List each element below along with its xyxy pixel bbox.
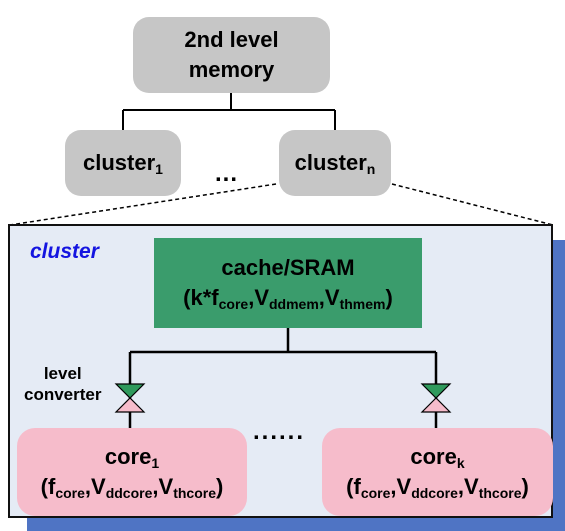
cluster-n-label: clustern xyxy=(294,150,376,177)
memory-label-line1: 2nd level xyxy=(184,27,279,52)
memory-label-line2: memory xyxy=(188,57,275,82)
cluster-panel-title: cluster xyxy=(30,240,99,263)
cache-sram-box: cache/SRAM (k*fcore,Vddmem,Vthmem) xyxy=(154,238,422,328)
core-k-box: corek (fcore,Vddcore,Vthcore) xyxy=(322,428,553,516)
core-ellipsis: ...... xyxy=(253,418,306,445)
cache-params: (k*fcore,Vddmem,Vthmem) xyxy=(183,285,393,312)
cluster-n-box: clustern xyxy=(279,130,391,196)
level-converter-left xyxy=(114,383,146,413)
level-converter-right xyxy=(420,383,452,413)
second-level-memory-box: 2nd level memory xyxy=(133,17,330,93)
core-1-params: (fcore,Vddcore,Vthcore) xyxy=(40,474,224,501)
core-1-box: core1 (fcore,Vddcore,Vthcore) xyxy=(17,428,247,516)
level-converter-label: level converter xyxy=(24,364,102,404)
core-k-label: corek xyxy=(410,444,465,471)
zoom-line-left xyxy=(9,183,277,226)
cluster-ellipsis: ... xyxy=(215,160,239,187)
cluster-1-label: cluster1 xyxy=(83,150,163,177)
core-1-label: core1 xyxy=(104,444,160,471)
core-k-params: (fcore,Vddcore,Vthcore) xyxy=(346,474,529,501)
cluster-1-box: cluster1 xyxy=(65,130,181,196)
cache-title: cache/SRAM xyxy=(221,255,355,280)
